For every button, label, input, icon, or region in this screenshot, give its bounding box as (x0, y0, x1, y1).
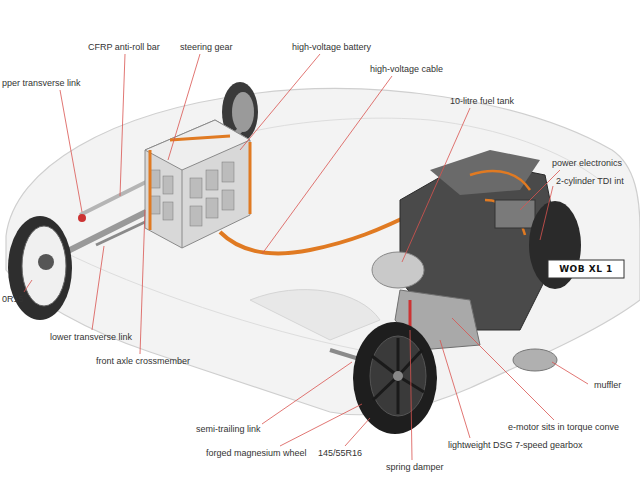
part-label: front axle crossmember (96, 356, 190, 367)
battery-frame (150, 136, 250, 230)
battery-cells (150, 162, 234, 226)
part-label: muffler (594, 380, 621, 391)
plate-text: WOB XL 1 (559, 264, 613, 275)
leader-lines (24, 54, 588, 460)
muffler (513, 349, 557, 371)
part-label: forged magnesium wheel (206, 448, 307, 459)
wheel-badge (38, 254, 54, 270)
upper-transverse-link (80, 180, 150, 215)
wheel-cover (22, 226, 66, 306)
body-shell (6, 89, 640, 415)
front-wheel (8, 216, 72, 320)
joint (78, 214, 86, 222)
part-label: lower transverse link (50, 332, 132, 343)
part-label: lightweight DSG 7-speed gearbox (448, 440, 583, 451)
fuel-tank (372, 252, 424, 288)
part-label: steering gear (180, 42, 233, 53)
battery-edge (182, 170, 183, 248)
rear-wheel (353, 322, 437, 434)
part-label: spring damper (386, 462, 444, 473)
hub (232, 92, 254, 132)
power-electronics-unit (495, 200, 535, 228)
battery-pack (145, 120, 250, 248)
part-label: e-motor sits in torque conve (508, 422, 619, 433)
wheel-spokes (372, 338, 424, 414)
part-label: 2-cylinder TDI int (556, 176, 624, 187)
part-label: high-voltage battery (292, 42, 371, 53)
part-label: high-voltage cable (370, 64, 443, 75)
part-label: semi-trailing link (196, 424, 261, 435)
part-label: pper transverse link (2, 78, 81, 89)
part-label: CFRP anti-roll bar (88, 42, 160, 53)
licence-plate (548, 260, 624, 278)
tyre-size-label: 0R15 (2, 294, 24, 305)
floor-panel (250, 290, 380, 340)
forged-wheel-rim (370, 336, 426, 416)
tyre-size-label: 145/55R16 (318, 448, 362, 459)
hub (393, 371, 403, 381)
part-label: power electronics (552, 158, 622, 169)
part-label: 10-litre fuel tank (450, 96, 514, 107)
